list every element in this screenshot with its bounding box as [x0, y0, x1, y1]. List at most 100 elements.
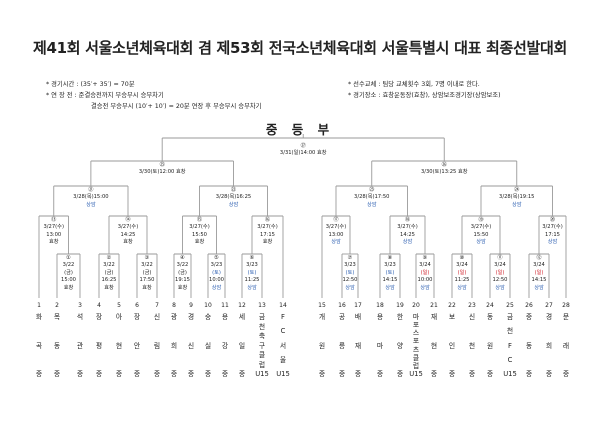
team-name-char: 숭 [204, 313, 212, 321]
note-substitution: * 선수교체 : 팀당 교체횟수 3회, 7명 이내로 한다. [348, 81, 480, 88]
team-name-char: 용 [221, 313, 229, 321]
match-info-line: (토) [385, 269, 395, 276]
team-name-char: C [507, 355, 513, 364]
team-name-char: 중 [486, 370, 494, 378]
team-name-char: 축 [258, 332, 266, 340]
match-info-line: 효창 [194, 239, 205, 246]
team-name-char: 화 [35, 313, 43, 321]
match-info-line: 상암 [86, 201, 96, 208]
match-number: ⑦ [347, 255, 353, 261]
team-number: 15 [318, 302, 326, 309]
team-name-char: 신 [153, 313, 161, 321]
team-number: 28 [562, 302, 570, 309]
match-number: ㉖ [441, 162, 447, 168]
match-info-line: 3/27(수) [189, 224, 210, 231]
match-info-line: 3/24 [456, 262, 468, 269]
match-info-line: 14:25 [120, 231, 136, 238]
team-number: 24 [486, 302, 494, 309]
team-name-char: 중 [525, 370, 533, 378]
match-number: ③ [144, 255, 150, 261]
match-info-line: 3/28(목)16:25 [215, 194, 252, 201]
match-number: ⑧ [387, 255, 393, 261]
team-name-char: 중 [187, 370, 195, 378]
team-number: 10 [204, 302, 212, 309]
team-name-char: 스 [412, 329, 420, 338]
team-number: 11 [221, 302, 229, 309]
match-number: ⑱ [404, 217, 411, 223]
team-number: 3 [78, 302, 82, 309]
team-name-char: 실 [204, 341, 212, 350]
match-number: ⑮ [196, 217, 203, 223]
match-info-line: 3/28(목)17:50 [354, 194, 390, 201]
team-name-char: 문 [562, 313, 570, 321]
match-info-line: (금) [142, 269, 152, 276]
match-info-line: 3/28(목)19:15 [499, 194, 535, 201]
team-name-char: 한 [396, 313, 404, 321]
team-name-char: 신 [468, 313, 476, 321]
match-info-line: (토) [247, 269, 257, 276]
team-number: 19 [396, 302, 404, 309]
match-info-line: 3/27(수) [542, 224, 563, 231]
match-number: ⑭ [125, 217, 131, 223]
team-number: 4 [97, 302, 101, 309]
match-info-line: 효창 [142, 284, 152, 291]
match-info-line: 3/30(토)12:00 효창 [138, 169, 186, 176]
team-number: 14 [279, 302, 287, 309]
team-name-char: 강 [221, 341, 229, 350]
team-name-char: 중 [133, 370, 141, 378]
team-name-char: 럽 [258, 360, 266, 369]
match-info-line: 10:00 [209, 277, 224, 284]
match-number: ⑥ [249, 255, 255, 261]
team-name-char: 중 [354, 370, 362, 378]
team-name-char: 중 [376, 370, 384, 378]
document-title: 제41회 서울소년체육대회 겸 제53회 전국소년체육대회 서울특별시 대표 최… [32, 39, 567, 57]
match-info-line: 효창 [104, 284, 114, 291]
match-info-line: 상암 [385, 284, 395, 291]
team-name-char: 츠 [412, 345, 420, 354]
match-info-line: 효창 [123, 239, 133, 246]
team-number: 1 [37, 302, 41, 309]
team-number: 12 [238, 302, 246, 309]
match-info-line: (금) [64, 269, 73, 276]
match-info-line: 19:15 [175, 277, 190, 284]
match-info-line: 상암 [511, 201, 522, 208]
team-name-char: 중 [338, 370, 346, 378]
team-name-char: 서 [279, 341, 287, 350]
match-info-line: 상암 [495, 284, 505, 291]
team-name-char: 원 [486, 341, 494, 350]
match-info-line: 효창 [48, 239, 59, 246]
match-info-line: (금) [104, 269, 114, 276]
team-name-char: 중 [396, 370, 404, 378]
team-name-char: 럽 [412, 361, 420, 370]
match-info-line: 17:15 [545, 231, 560, 238]
match-info-line: 효창 [262, 239, 273, 246]
team-name-char: 안 [133, 341, 141, 350]
team-number: 8 [172, 302, 176, 309]
team-name-char: 중 [238, 370, 246, 378]
match-info-line: 15:50 [473, 231, 489, 238]
team-name-char: U15 [409, 369, 423, 378]
match-info-line: 3/23 [344, 262, 356, 269]
match-info-line: 상암 [476, 239, 486, 246]
